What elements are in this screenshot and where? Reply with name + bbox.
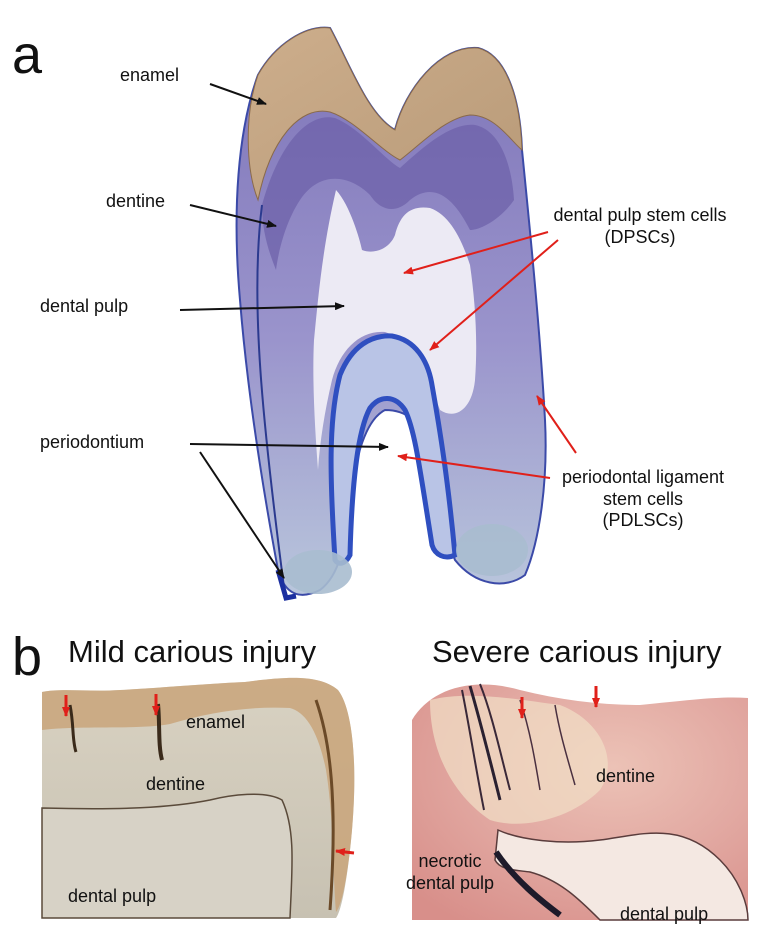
- label-dental-pulp: dental pulp: [40, 296, 128, 318]
- mild-injury-title: Mild carious injury: [68, 636, 316, 667]
- mild-label-dentine: dentine: [146, 774, 205, 796]
- severe-label-necrotic-line1: necrotic: [394, 851, 506, 873]
- mild-label-enamel: enamel: [186, 712, 245, 734]
- label-dpsc-line2: (DPSCs): [540, 227, 740, 249]
- severe-injury-title: Severe carious injury: [432, 636, 721, 667]
- label-dpsc: dental pulp stem cells (DPSCs): [540, 205, 740, 248]
- panel-a-letter: a: [12, 28, 42, 82]
- severe-label-dentine: dentine: [596, 766, 655, 788]
- label-pdlsc: periodontal ligament stem cells (PDLSCs): [548, 467, 738, 532]
- panel-b-letter: b: [12, 630, 42, 684]
- mild-label-dental-pulp: dental pulp: [68, 886, 156, 908]
- label-enamel: enamel: [120, 65, 179, 87]
- label-dentine: dentine: [106, 191, 165, 213]
- tooth-section-illustration: [237, 28, 546, 598]
- severe-label-dental-pulp: dental pulp: [620, 904, 708, 926]
- severe-label-necrotic: necrotic dental pulp: [394, 851, 506, 894]
- label-dpsc-line1: dental pulp stem cells: [540, 205, 740, 227]
- label-pdlsc-line2: stem cells: [548, 489, 738, 511]
- label-pdlsc-line1: periodontal ligament: [548, 467, 738, 489]
- label-periodontium: periodontium: [40, 432, 144, 454]
- label-pdlsc-line3: (PDLSCs): [548, 510, 738, 532]
- severe-label-necrotic-line2: dental pulp: [394, 873, 506, 895]
